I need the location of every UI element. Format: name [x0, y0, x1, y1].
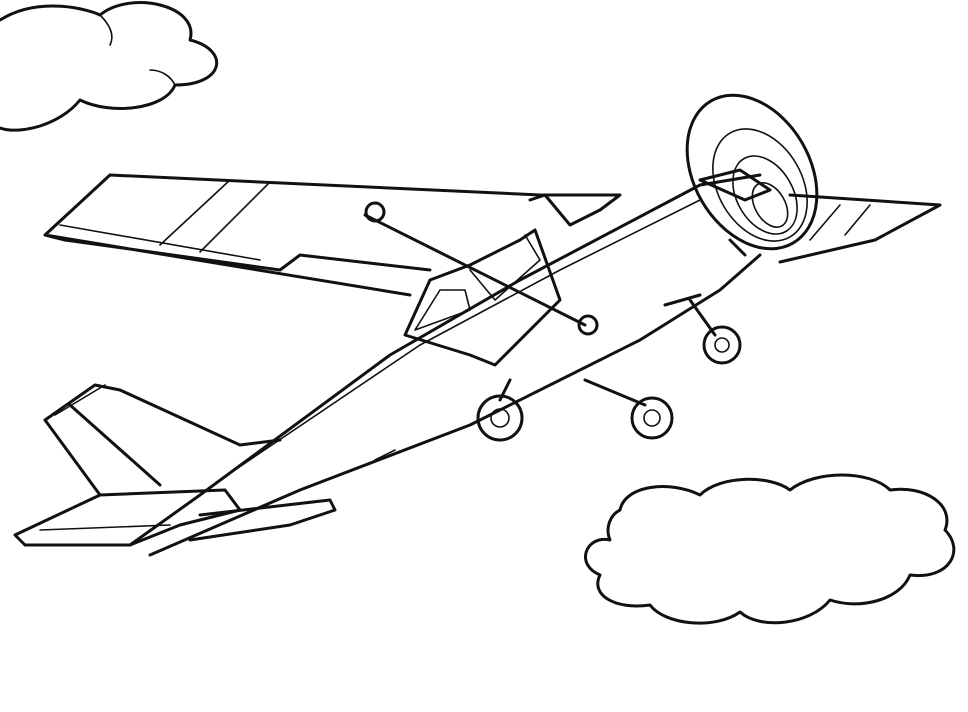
propeller — [685, 93, 819, 257]
cloud-top-left — [0, 1, 219, 132]
cloud-bottom-right — [584, 473, 956, 625]
airplane — [13, 173, 942, 557]
landing-gear — [374, 293, 742, 461]
